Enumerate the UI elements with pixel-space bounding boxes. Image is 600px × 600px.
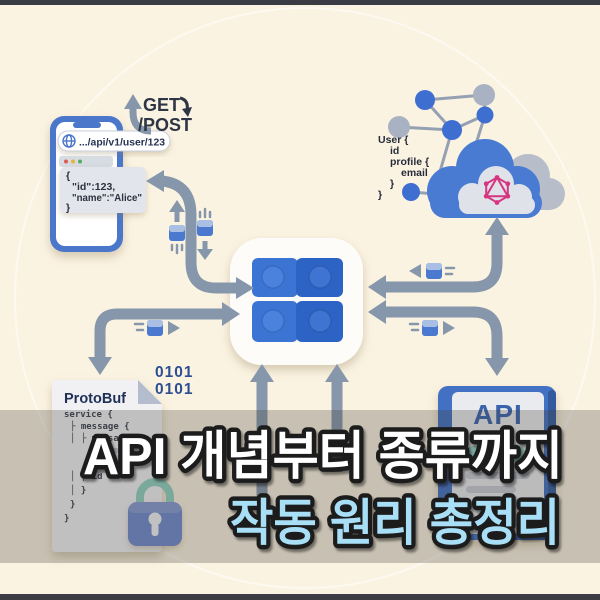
node-graph-nodes (388, 84, 495, 201)
query-line: email (401, 167, 428, 179)
phone-rest: .../api/v1/user/123 { "id":123, "name":"… (50, 116, 171, 252)
arrow-cloud-center (386, 233, 503, 293)
graphql-cloud: User { id profile { email } } (378, 84, 565, 218)
json-line: "name":"Alice" (72, 192, 142, 204)
url-bar: .../api/v1/user/123 (57, 130, 171, 152)
json-line: "id":123, (72, 181, 115, 193)
book-bar (466, 472, 530, 479)
query-line: profile { (390, 156, 429, 168)
arrow-protobuf-center (94, 308, 222, 357)
globe-icon (62, 134, 76, 148)
paper-fold (138, 380, 162, 404)
code-line: │ } (70, 484, 86, 496)
browser-titlebar (59, 156, 113, 167)
code-placeholder-bars (96, 448, 140, 473)
book-spine-edge (548, 390, 556, 536)
code-line: } (64, 514, 69, 524)
curl-arrow-head (182, 107, 192, 117)
arrow-phone-center (161, 175, 238, 294)
api-title: API (473, 399, 523, 430)
get-post-label: GET /POST (124, 94, 192, 135)
title-overlay-band (0, 410, 600, 563)
json-line: } (66, 202, 70, 214)
banner-title: API 개념부터 종류까지 (83, 428, 563, 486)
url-text: .../api/v1/user/123 (79, 138, 165, 149)
code-line: ├ message { (70, 420, 130, 432)
json-response-panel: { "id":123, "name":"Alice" } (60, 167, 146, 214)
up-arrow-head (124, 94, 142, 109)
packet-serialize-icon (133, 320, 180, 336)
json-line: { (66, 170, 70, 182)
binary-label: 0101 0101 (155, 364, 193, 398)
packet-upload-icon (169, 200, 185, 255)
protobuf-title: ProtoBuf (64, 391, 126, 407)
code-line: │ ├ message { (70, 432, 140, 444)
api-book: API (438, 386, 556, 540)
packet-right-icon (408, 320, 455, 336)
method-get: GET (143, 95, 180, 115)
query-line: } (378, 189, 382, 201)
packet-left-icon (409, 263, 456, 279)
code-line: │ │ id (70, 470, 103, 482)
query-line: User { (378, 134, 408, 146)
book-bar (466, 486, 516, 493)
dot-maximize (78, 159, 82, 164)
center-api-icon (230, 238, 363, 365)
cloud-shape (427, 139, 565, 218)
arrow-heads (88, 170, 509, 382)
graphql-query: User { id profile { email } } (378, 134, 429, 201)
banner-subtitle: 작동 원리 총정리 (230, 495, 560, 551)
protobuf-document: ProtoBuf service { ├ message { │ ├ messa… (52, 364, 193, 552)
packet-download-icon (197, 207, 213, 260)
method-post: /POST (138, 115, 192, 135)
dot-minimize (71, 159, 75, 164)
graphql-logo-icon (483, 175, 511, 205)
query-line: id (390, 145, 399, 157)
code-line: } (70, 500, 75, 510)
top-frame-bar (0, 0, 600, 5)
flow-arrows (94, 175, 503, 516)
book-corner-fold (515, 505, 544, 534)
book-teal-pill (466, 446, 526, 462)
bottom-frame-bar (0, 594, 600, 600)
background-ring (14, 7, 596, 589)
up-arrow-icon (129, 107, 152, 135)
arrow-book-center (386, 306, 503, 358)
protobuf-code: service { ├ message { │ ├ message { │ │ … (64, 409, 140, 524)
binary-line: 0101 (155, 364, 193, 381)
lock-icon (128, 478, 182, 546)
dot-close (64, 159, 68, 164)
query-line: } (390, 178, 394, 190)
binary-line: 0101 (155, 381, 193, 398)
lego-bricks (252, 258, 343, 342)
book-panel (452, 392, 544, 534)
phone-notch (73, 122, 101, 128)
code-line: service { (64, 409, 113, 420)
